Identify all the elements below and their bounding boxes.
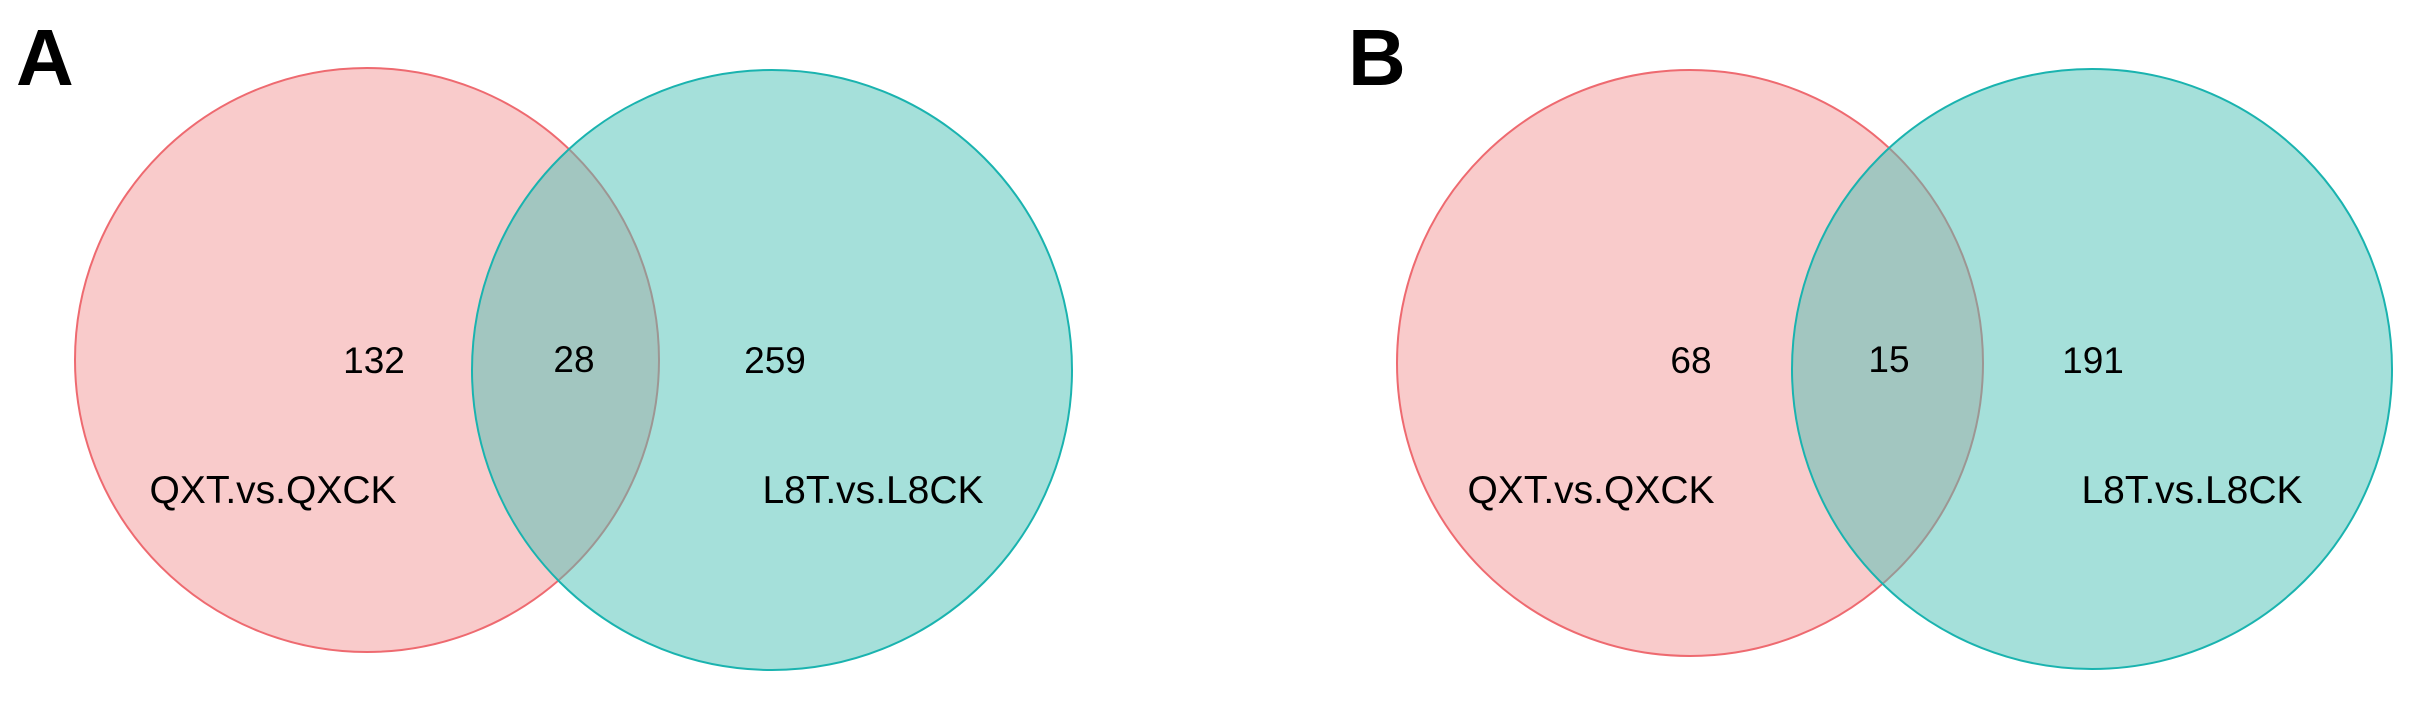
panel-a-left-count: 132: [343, 340, 405, 381]
panel-a-right-circle: [471, 69, 1073, 671]
panel-b: B 68 15 191 QXT.vs.QXCK L8T.vs.L8CK: [1348, 13, 2393, 670]
panel-a-right-set-label: L8T.vs.L8CK: [762, 469, 983, 512]
panel-a-left-set-label: QXT.vs.QXCK: [149, 469, 396, 512]
panel-b-letter: B: [1348, 13, 1406, 102]
panel-b-left-set-label: QXT.vs.QXCK: [1467, 469, 1714, 512]
panel-b-left-count: 68: [1670, 340, 1711, 381]
panel-a-letter: A: [16, 13, 74, 102]
panel-b-right-circle: [1791, 68, 2393, 670]
panel-b-intersection-count: 15: [1868, 339, 1909, 380]
panel-b-right-count: 191: [2062, 340, 2124, 381]
panel-a-intersection-count: 28: [553, 339, 594, 380]
panel-b-right-set-label: L8T.vs.L8CK: [2081, 469, 2302, 512]
panel-a: A 132 28 259 QXT.vs.QXCK L8T.vs.L8CK: [16, 13, 1073, 671]
panel-a-right-count: 259: [744, 340, 806, 381]
